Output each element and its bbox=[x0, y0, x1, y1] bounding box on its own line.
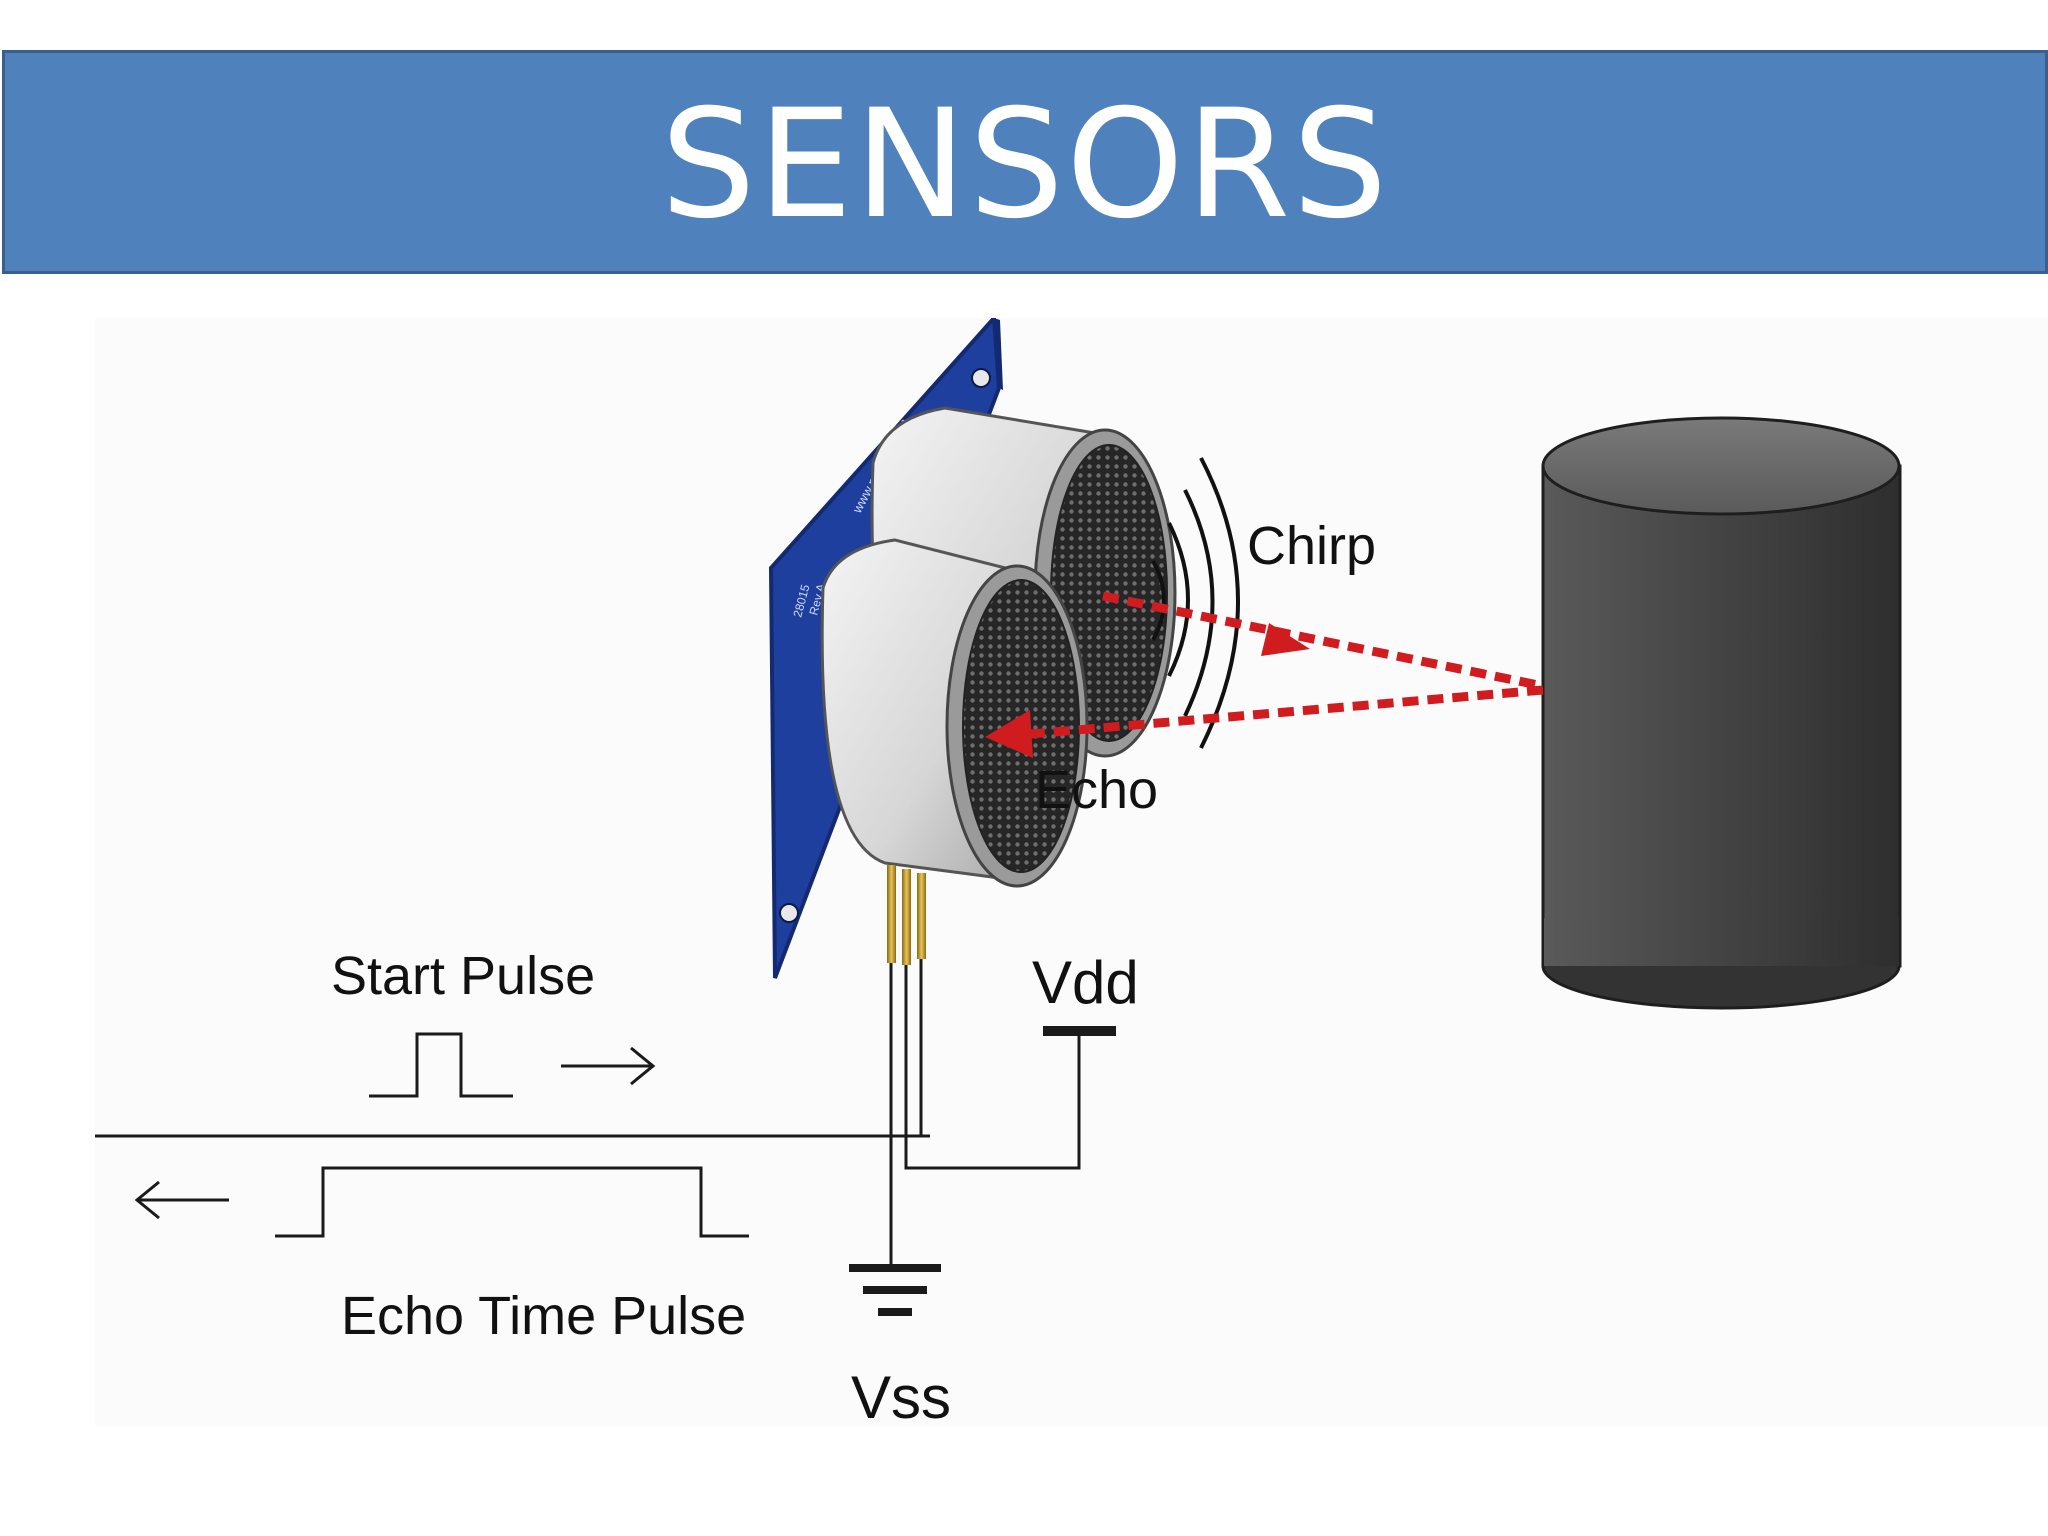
echo-signal-path bbox=[985, 685, 1544, 758]
wiring bbox=[95, 959, 1081, 1265]
echo-time-pulse-waveform bbox=[275, 1166, 749, 1238]
mount-hole-icon bbox=[779, 903, 799, 923]
receiver-transducer bbox=[820, 538, 1089, 888]
start-pulse-label: Start Pulse bbox=[331, 946, 595, 1006]
chirp-label: Chirp bbox=[1247, 516, 1376, 576]
right-arrow-icon bbox=[561, 1046, 656, 1086]
obstacle-cylinder bbox=[1541, 416, 1902, 1010]
sensor-pins bbox=[887, 865, 926, 965]
chirp-arrow-icon bbox=[1261, 623, 1310, 656]
vdd-terminal-icon bbox=[1043, 1026, 1116, 1036]
vdd-label: Vdd bbox=[1032, 949, 1139, 1016]
left-arrow-icon bbox=[134, 1180, 229, 1220]
title-banner: SENSORS bbox=[2, 50, 2048, 274]
ultrasonic-sensor-diagram: www.parallax.com 28015 Rev A bbox=[95, 313, 2048, 1431]
start-pulse-waveform bbox=[369, 1032, 513, 1098]
vss-label: Vss bbox=[851, 1364, 951, 1426]
mount-hole-icon bbox=[971, 368, 991, 388]
slide-title: SENSORS bbox=[660, 78, 1390, 252]
ground-icon bbox=[849, 1264, 941, 1316]
sound-wave-icon bbox=[1151, 457, 1240, 749]
diagram-svg: www.parallax.com 28015 Rev A bbox=[95, 313, 2048, 1431]
echo-label: Echo bbox=[1035, 760, 1158, 820]
chirp-signal-path bbox=[1102, 591, 1544, 691]
echo-arrow-icon bbox=[985, 710, 1033, 758]
echo-time-pulse-label: Echo Time Pulse bbox=[341, 1286, 746, 1346]
